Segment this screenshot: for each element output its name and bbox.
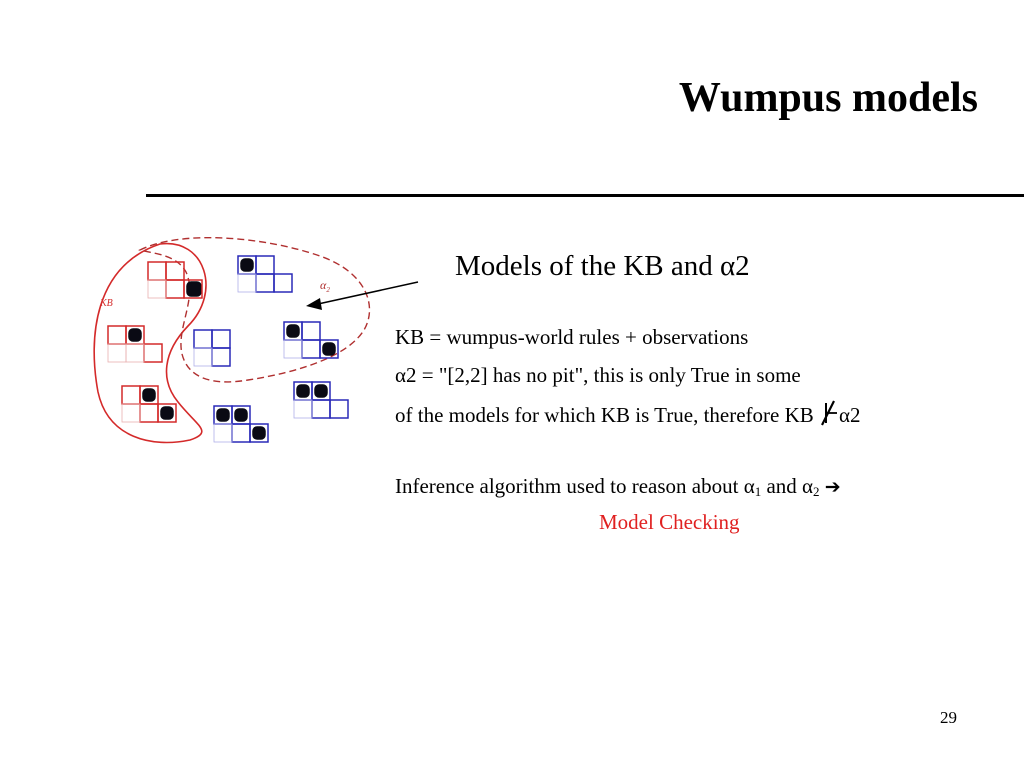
alpha2-subscript: 2 <box>813 484 820 499</box>
pit-cell <box>234 408 248 422</box>
entailment-statement: of the models for which KB is True, ther… <box>395 400 861 428</box>
model-grid-blue-4 <box>293 381 349 419</box>
kb-region-boundary <box>93 242 207 444</box>
entailment-text: of the models for which KB is True, ther… <box>395 403 814 427</box>
pit-cell <box>186 281 202 297</box>
model-grid-blue-5 <box>213 405 269 443</box>
alpha2-region-boundary <box>138 236 371 383</box>
kb-definition: KB = wumpus-world rules + observations <box>395 325 749 349</box>
pit-cell <box>216 408 230 422</box>
not-entails-symbol <box>819 400 839 426</box>
pit-cell <box>160 406 174 420</box>
pit-cell <box>322 342 336 356</box>
entailment-target: α2 <box>839 403 861 427</box>
pointer-arrow-head <box>306 298 322 310</box>
alpha1-subscript: 1 <box>754 484 762 499</box>
pit-cell <box>142 388 156 402</box>
model-grid-blue-2 <box>193 329 231 367</box>
inference-and: and α <box>761 474 814 498</box>
model-grid-blue-1 <box>237 255 293 293</box>
slide-title: Wumpus models <box>678 75 978 121</box>
model-checking-label: Model Checking <box>599 510 740 534</box>
inference-text: Inference algorithm used to reason about… <box>395 474 755 498</box>
pit-cell <box>128 328 142 342</box>
pit-cell <box>240 258 254 272</box>
title-divider <box>146 194 1024 197</box>
pit-cell <box>314 384 328 398</box>
model-grid-kb-2 <box>107 325 163 363</box>
pit-cell <box>252 426 266 440</box>
right-arrow-icon: ➔ <box>824 476 841 498</box>
slide-subtitle: Models of the KB and α2 <box>455 250 750 282</box>
model-grid-kb-1 <box>147 261 203 299</box>
model-grid-blue-3 <box>283 321 339 359</box>
kb-region-label: KB <box>99 298 113 309</box>
page-number: 29 <box>940 708 957 727</box>
alpha2-region-label: α2 <box>320 278 330 294</box>
alpha2-definition: α2 = "[2,2] has no pit", this is only Tr… <box>395 363 801 387</box>
inference-statement: Inference algorithm used to reason about… <box>395 474 841 499</box>
pit-cell <box>296 384 310 398</box>
pit-cell <box>286 324 300 338</box>
pointer-arrow-line <box>317 281 419 305</box>
model-grid-kb-3 <box>121 385 177 423</box>
